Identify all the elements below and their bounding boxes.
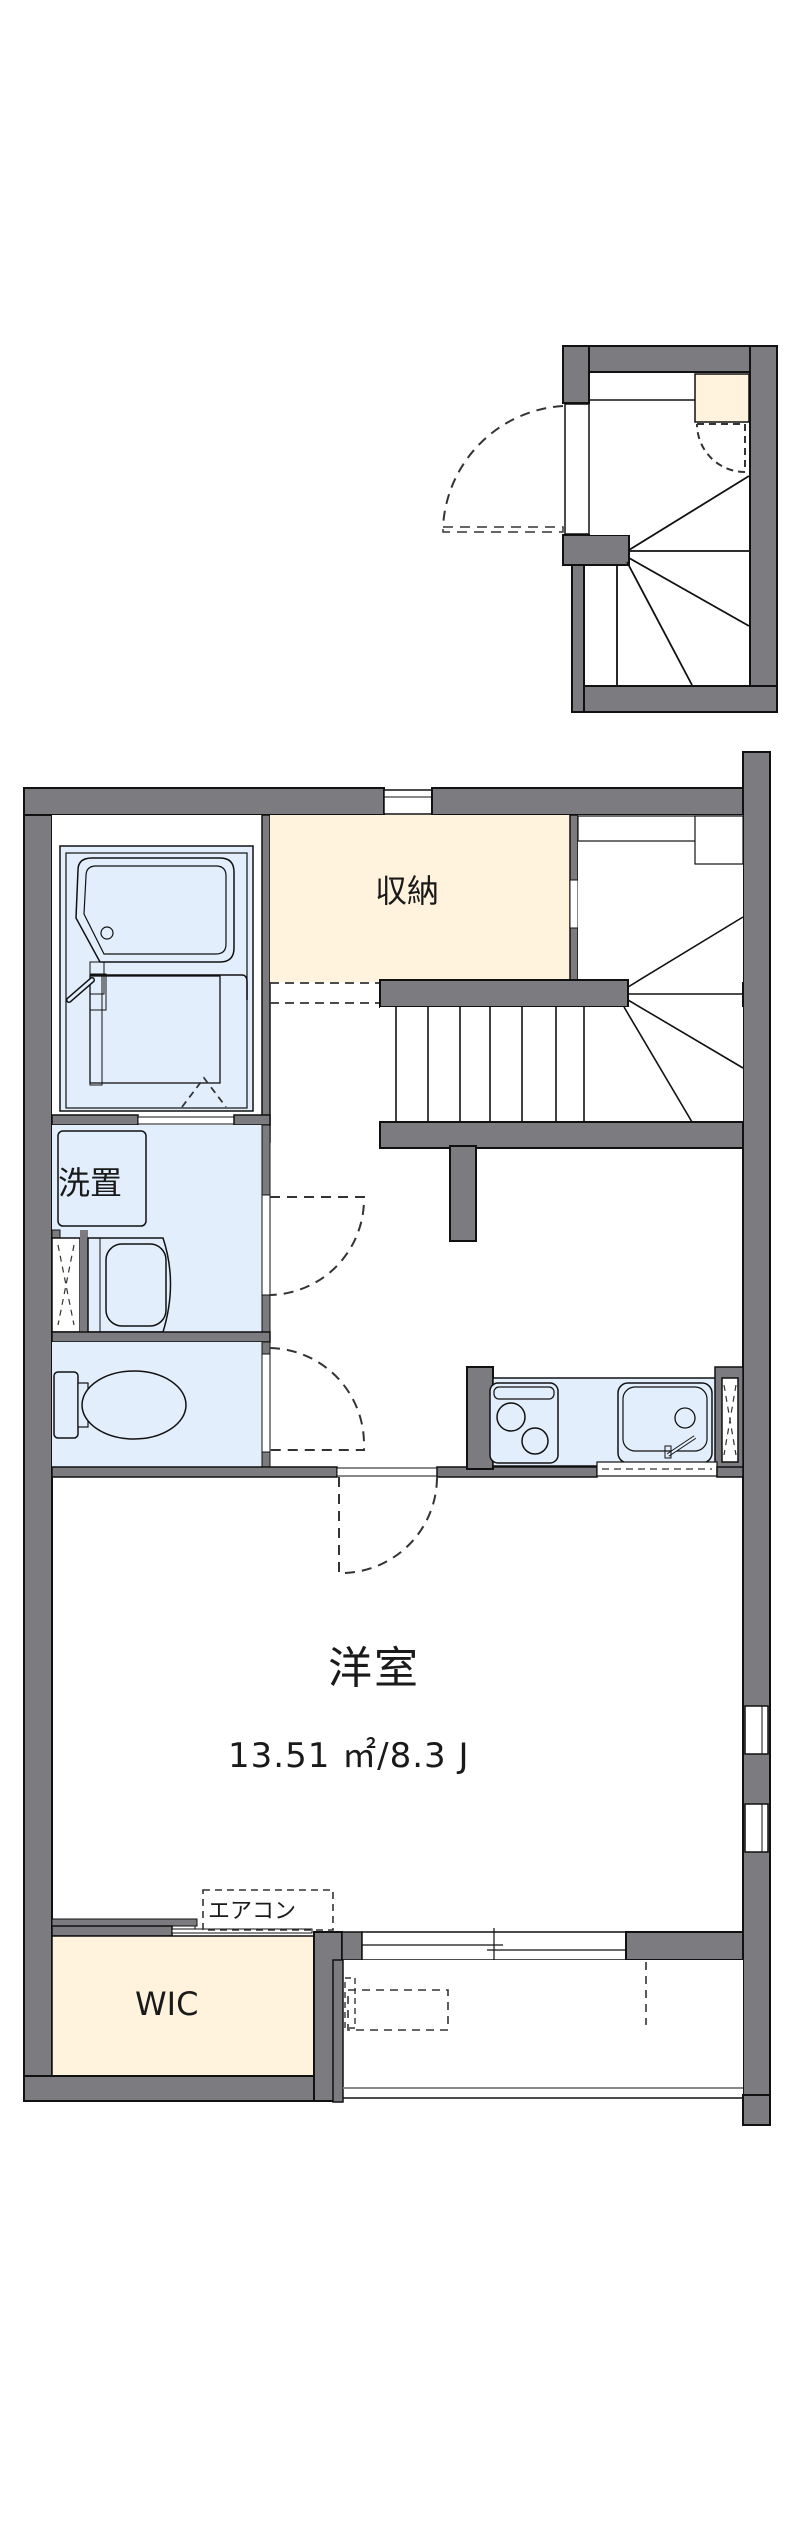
western-room-area: 13.51 ㎡/8.3 J bbox=[228, 1736, 470, 1776]
right-window-1 bbox=[744, 1705, 769, 1755]
loft-door-opening bbox=[564, 403, 590, 535]
top-window bbox=[383, 789, 433, 815]
room-door-swing bbox=[338, 1476, 438, 1574]
storage-label: 収納 bbox=[375, 872, 440, 910]
washing-machine-space bbox=[57, 1130, 147, 1227]
wic-label: WIC bbox=[135, 1985, 199, 2023]
air-conditioner-label: エアコン bbox=[208, 1899, 297, 1924]
right-window-2 bbox=[744, 1803, 769, 1853]
loft-door-swing bbox=[442, 405, 564, 528]
storage-room bbox=[270, 815, 570, 982]
washroom-label: 洗置 bbox=[58, 1164, 123, 1202]
bathtub bbox=[75, 857, 235, 963]
western-room-label: 洋室 bbox=[328, 1643, 420, 1694]
room-door-opening bbox=[336, 1467, 438, 1477]
main-stairs bbox=[395, 916, 744, 1123]
loft-small-storage bbox=[694, 373, 750, 423]
outdoor-unit-outline bbox=[347, 1989, 449, 2031]
main-unit bbox=[23, 751, 771, 2126]
loft-block bbox=[442, 345, 778, 713]
toilet-tank bbox=[53, 1371, 79, 1439]
air-conditioner-outline bbox=[202, 1889, 334, 1931]
walk-in-closet bbox=[51, 1935, 315, 2077]
toilet-door-swing bbox=[269, 1347, 365, 1451]
bath-folding-door bbox=[181, 1076, 227, 1108]
shelf-left bbox=[51, 1237, 81, 1333]
loft-closet-swing bbox=[696, 423, 746, 474]
toilet-bowl bbox=[81, 1370, 187, 1440]
washroom-door-swing bbox=[269, 1196, 365, 1296]
balcony bbox=[342, 1960, 743, 2095]
loft-stairs bbox=[616, 475, 750, 686]
